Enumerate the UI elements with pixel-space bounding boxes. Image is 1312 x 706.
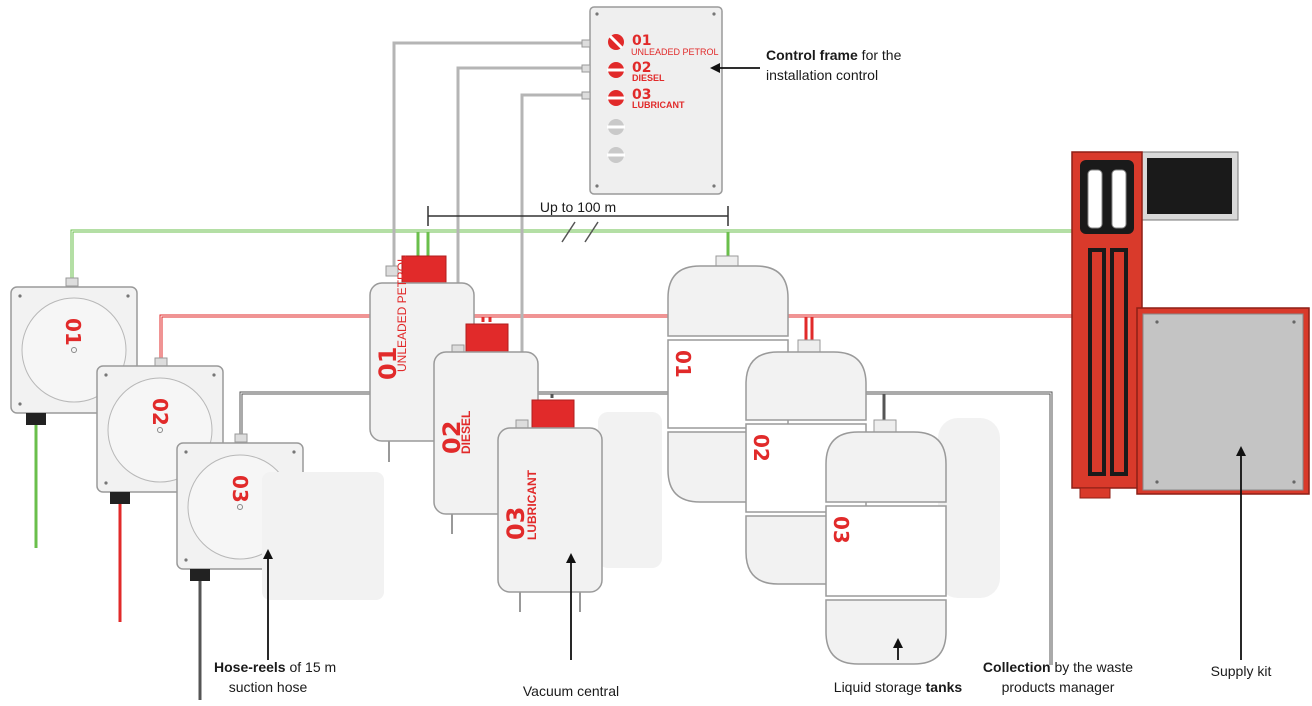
control-line-number: 01 bbox=[632, 33, 651, 49]
control-frame-label: Control frame for the bbox=[766, 47, 902, 63]
callout-arrows bbox=[263, 63, 1246, 660]
tank-number: 02 bbox=[749, 434, 773, 462]
control-line-name: DIESEL bbox=[632, 73, 665, 83]
background-silhouette bbox=[262, 472, 384, 600]
collection-label: Collection by the waste bbox=[983, 659, 1133, 675]
control-frame-label: installation control bbox=[766, 67, 878, 83]
vacuum-unit-number: 02 bbox=[438, 421, 466, 454]
lubricant-switch-icon bbox=[607, 90, 625, 106]
vacuum-unit-name: DIESEL bbox=[459, 411, 473, 454]
distance-label: Up to 100 m bbox=[540, 199, 616, 215]
control-line-number: 03 bbox=[632, 87, 651, 103]
unleaded-switch-icon bbox=[608, 34, 624, 50]
collection-label: products manager bbox=[1002, 679, 1115, 695]
distance-dimension bbox=[427, 206, 729, 226]
supply-kit bbox=[1071, 151, 1310, 499]
vacuum-unit-number: 01 bbox=[374, 347, 402, 380]
vacuum-unit-name: LUBRICANT bbox=[525, 469, 539, 540]
background-silhouette bbox=[598, 412, 662, 568]
vacuum-unit-number: 03 bbox=[502, 507, 530, 540]
hose-reel-number: 03 bbox=[228, 475, 252, 503]
control-cables bbox=[392, 41, 585, 425]
supply-kit-label: Supply kit bbox=[1211, 663, 1272, 679]
background-silhouette bbox=[938, 418, 1000, 598]
storage-tanks-label: Liquid storage tanks bbox=[834, 679, 963, 695]
hose-reels-label: Hose-reels of 15 m bbox=[214, 659, 336, 675]
storage-tank: 03 bbox=[825, 419, 947, 665]
hose-reel-number: 02 bbox=[148, 398, 172, 426]
control-line-name: UNLEADED PETROL bbox=[631, 47, 719, 57]
vacuum-central-label: Vacuum central bbox=[523, 683, 619, 699]
control-line-name: LUBRICANT bbox=[632, 100, 685, 110]
control-frame: 01 UNLEADED PETROL 02 DIESEL 03 LUBRICAN… bbox=[581, 6, 723, 195]
control-line-number: 02 bbox=[632, 60, 651, 76]
tank-number: 03 bbox=[829, 516, 853, 544]
vacuum-unit-name: UNLEADED PETROL bbox=[395, 255, 409, 372]
hose-reels-label: suction hose bbox=[229, 679, 308, 695]
hose-reel-number: 01 bbox=[61, 318, 85, 346]
diesel-switch-icon bbox=[607, 62, 625, 78]
tank-number: 01 bbox=[671, 350, 695, 378]
spare-switch-icon bbox=[607, 147, 625, 163]
spare-switch-icon bbox=[607, 119, 625, 135]
vacuum-unit: 03 LUBRICANT bbox=[497, 399, 603, 612]
